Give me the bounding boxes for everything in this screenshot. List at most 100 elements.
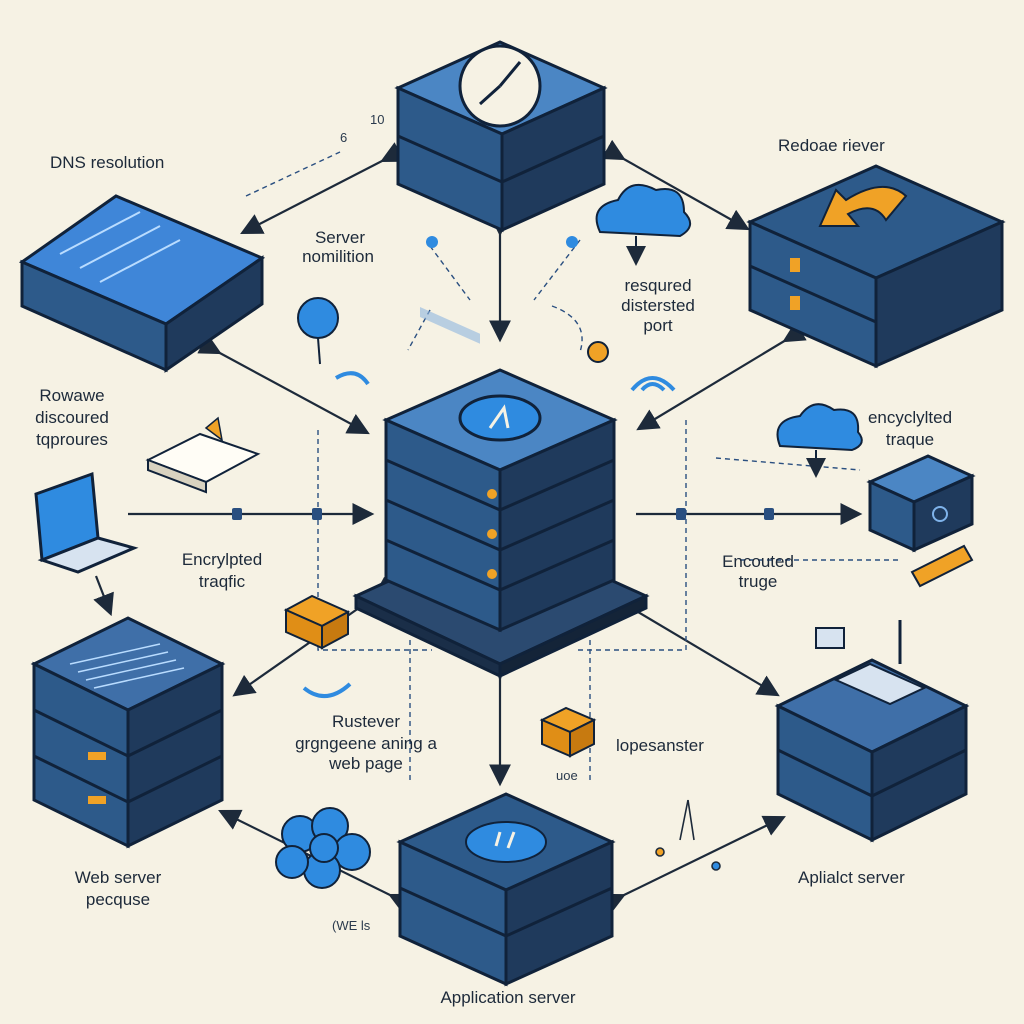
aplialct-divider	[871, 748, 967, 798]
dashed-1	[429, 245, 471, 301]
label-aplialct-server: Aplialct server	[798, 868, 905, 887]
package-side	[569, 718, 595, 758]
dashed-3	[317, 430, 432, 651]
label-rowawe: Rowawe	[39, 386, 105, 405]
label-traqfic: traqfic	[198, 572, 246, 591]
arrow-center-appright	[627, 605, 780, 697]
crane-icon	[910, 544, 974, 588]
arrow-bottom-app	[601, 815, 786, 914]
lock-icon	[932, 506, 948, 522]
center-divider	[499, 458, 615, 512]
dns-right	[164, 255, 264, 373]
bottom-divider	[505, 886, 613, 938]
center-logo-glyph	[488, 404, 510, 429]
coin-icon	[587, 341, 609, 363]
cluster-icon	[275, 807, 371, 889]
dns-screen-line	[59, 211, 141, 255]
led	[487, 529, 497, 539]
package-side	[321, 610, 349, 650]
center-divider	[499, 498, 615, 552]
node-dot	[764, 508, 774, 520]
label-uoe: uoe	[556, 768, 578, 783]
tick-mark: 10	[370, 112, 385, 127]
cloud-icon	[595, 183, 691, 266]
machine-block	[833, 662, 927, 706]
web-server	[30, 616, 226, 849]
arrow-center-web	[232, 576, 397, 697]
web-grille	[69, 643, 185, 689]
label-tqproures: tqproures	[36, 430, 108, 449]
dashed-2	[533, 239, 581, 301]
pin-icon	[426, 236, 438, 248]
book-icon	[145, 416, 261, 494]
led	[790, 258, 800, 272]
label-pecquse: pecquse	[85, 890, 151, 909]
tree-icon	[297, 297, 339, 365]
dashed-6	[551, 305, 583, 353]
signal-arc	[640, 382, 666, 392]
arrow-laptop-web	[93, 575, 114, 617]
arrow-top-dns	[240, 142, 405, 235]
label-resqured: resqured	[624, 276, 692, 295]
bottom-logo-icon	[465, 821, 547, 863]
arrow-nodes	[232, 508, 774, 520]
signal-icon	[630, 376, 676, 392]
redoae-divider	[749, 264, 877, 324]
signal-arc	[630, 376, 676, 392]
tree-trunk	[317, 337, 321, 365]
arrow-top-redoae	[601, 139, 750, 231]
top-server-divider	[501, 134, 605, 184]
node-dot	[676, 508, 686, 520]
led	[88, 752, 106, 760]
label-web-server: Web server	[74, 868, 162, 887]
label-encyclylted: encyclylted	[867, 408, 953, 427]
label-traque: traque	[885, 430, 935, 449]
encryption-device	[866, 454, 976, 553]
center-logo-icon	[458, 394, 542, 442]
dashed-5	[407, 309, 431, 351]
label-port: port	[643, 316, 673, 335]
center-divider	[385, 458, 501, 512]
node-dot	[312, 508, 322, 520]
machine-part	[815, 627, 845, 649]
antenna-icon	[655, 799, 721, 871]
label-encouted: Encouted	[722, 552, 794, 571]
center-server	[352, 368, 650, 679]
dns-screen-line	[79, 225, 161, 269]
web-divider	[127, 708, 223, 758]
label-lopesanster: lopesanster	[616, 736, 704, 755]
label-redoae-riever: Redoae riever	[778, 136, 885, 155]
label-grgngeene: grgngeene aning a	[295, 734, 437, 753]
bottom-logo-glyph	[494, 831, 502, 847]
redoae-server	[746, 164, 1006, 369]
web-right	[126, 661, 224, 849]
laptop-keyboard	[37, 536, 139, 574]
web-divider	[33, 708, 129, 758]
top-server	[394, 40, 608, 344]
cloud-shape	[776, 403, 863, 452]
center-divider	[499, 538, 615, 592]
web-divider	[127, 754, 223, 804]
dns-screen-line	[99, 239, 181, 283]
device-right	[912, 473, 974, 553]
label-web-page: web page	[329, 754, 403, 773]
redoae-right	[874, 219, 1004, 369]
node-dot	[232, 508, 242, 520]
book-edge	[147, 458, 207, 494]
led	[790, 296, 800, 310]
web-divider	[33, 754, 129, 804]
label-truge: truge	[738, 572, 778, 591]
dashed-4	[576, 420, 687, 651]
cloud-shape	[595, 183, 691, 238]
label-dns-resolution: DNS resolution	[50, 153, 165, 172]
dashed-lines	[245, 151, 900, 780]
swoosh	[302, 682, 352, 698]
label-server: Server	[314, 228, 366, 247]
tick-mark: 6	[340, 130, 348, 145]
bottom-divider	[399, 886, 507, 938]
top-server-vent	[420, 306, 480, 344]
label-distersted: distersted	[621, 296, 695, 315]
top-server-divider	[397, 134, 503, 184]
